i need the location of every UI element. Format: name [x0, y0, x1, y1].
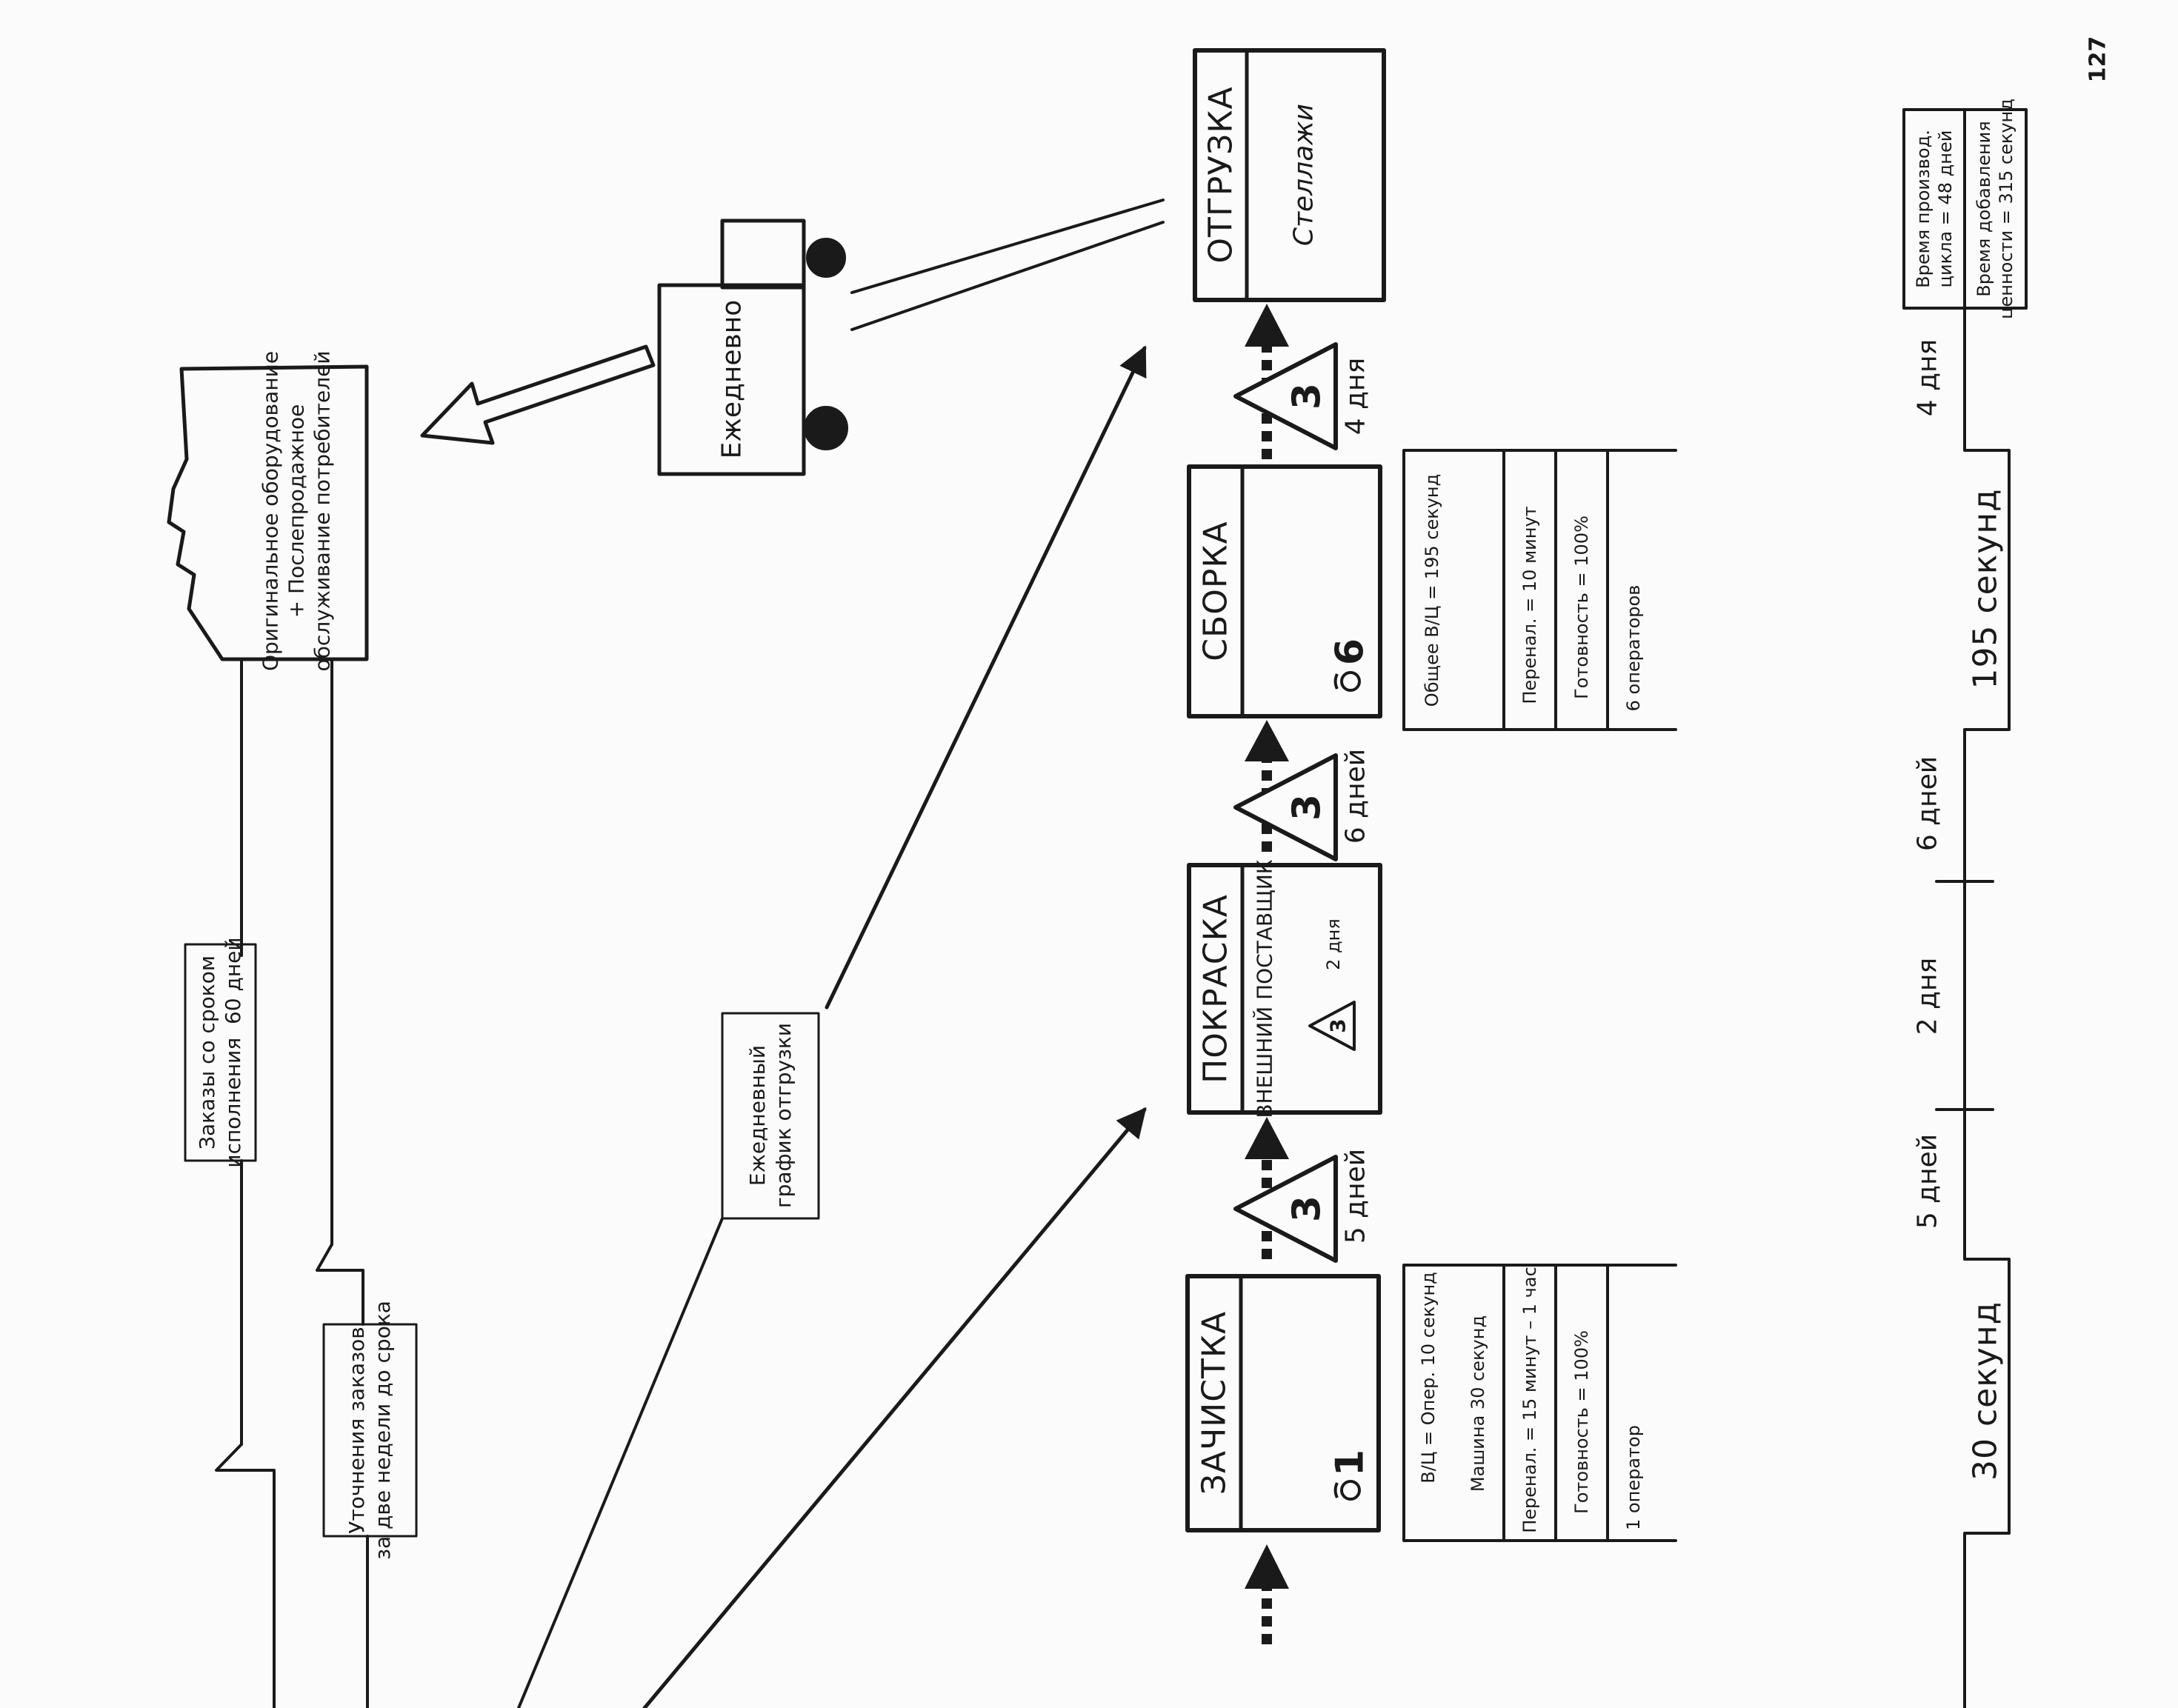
orders-updates-label: Уточнения заказов за две недели до срока [344, 1301, 395, 1560]
process-box-cleaning [1185, 1274, 1381, 1532]
data-assembly-ct: Общее В/Ц = 195 секунд [1422, 473, 1442, 707]
orders-long-term-box [184, 943, 257, 1162]
page-number: 127 [2085, 36, 2111, 83]
process-box-assembly [1187, 464, 1382, 718]
timeline-process-1: 30 секунд [1966, 1301, 2005, 1481]
orders-updates-box [322, 1323, 418, 1538]
process-subtitle-painting: ВНЕШНИЙ ПОСТАВЩИК [1252, 859, 1277, 1118]
summary-lead-time: Время производ. цикла = 48 дней [1913, 130, 1956, 288]
schedule-line-paint [642, 1107, 1147, 1708]
data-box-assembly [1402, 449, 1677, 731]
shipping-title: ОТГРУЗКА [1202, 86, 1240, 264]
daily-schedule-label: Ежедневный график отгрузки [745, 1022, 796, 1209]
timeline-ladder [1963, 306, 2011, 1708]
process-title-painting: ПОКРАСКА [1196, 894, 1235, 1084]
inventory-triangle-icon [1233, 753, 1338, 861]
customer-label: Оригинальное оборудование + Послепродажн… [258, 350, 335, 672]
data-cleaning-changeover: Перенал. = 15 минут – 1 час [1519, 1267, 1540, 1533]
operator-count-assembly: 6 [1328, 638, 1373, 666]
data-cleaning-uptime: Готовность = 100% [1571, 1330, 1592, 1514]
data-assembly-changeover: Перенал. = 10 минут [1519, 506, 1540, 704]
data-cleaning-ct: В/Ц = Опер. 10 секунд [1418, 1272, 1439, 1484]
data-cleaning-operators: 1 оператор [1623, 1425, 1644, 1530]
daily-schedule-box [721, 1012, 820, 1220]
process-box-painting [1187, 863, 1382, 1115]
inventory-count-2: 3 [1285, 793, 1330, 821]
inventory-time-3: 4 дня [1340, 357, 1371, 436]
timeline-wait-4: 4 дня [1912, 338, 1943, 417]
shipping-subtitle: Стеллажи [1288, 103, 1319, 247]
truck-icon [657, 218, 848, 476]
inventory-triangle-icon-small [1308, 1001, 1356, 1051]
orders-long-term-label: Заказы со сроком исполнения 60 дней [195, 937, 245, 1168]
timeline-wait-2: 2 дня [1912, 957, 1943, 1035]
painting-inventory-count: 3 [1325, 1018, 1351, 1033]
summary-value-added: Время добавления ценности = 315 секунд [1974, 99, 2017, 319]
operator-icon [1333, 671, 1361, 692]
data-box-cleaning [1402, 1264, 1677, 1542]
inventory-time-2: 6 дней [1340, 748, 1371, 844]
inventory-count-1: 3 [1285, 1195, 1330, 1223]
factory-icon [167, 364, 369, 661]
timeline-process-2: 195 секунд [1966, 488, 2005, 690]
truck-label: Ежедневно [716, 299, 747, 459]
data-assembly-uptime: Готовность = 100% [1571, 516, 1592, 699]
timeline-wait-1: 5 дней [1912, 1133, 1943, 1230]
inventory-time-1: 5 дней [1340, 1148, 1371, 1244]
inventory-triangle-icon [1233, 1155, 1338, 1263]
process-title-cleaning: ЗАЧИСТКА [1195, 1310, 1233, 1495]
schedule-line-down [517, 1217, 724, 1708]
inventory-triangle-icon [1233, 342, 1338, 450]
data-assembly-operators: 6 операторов [1623, 584, 1644, 712]
painting-inventory-time: 2 дня [1323, 918, 1344, 970]
operator-count-cleaning: 1 [1328, 1449, 1373, 1477]
shipping-box [1193, 48, 1386, 302]
schedule-line-up [825, 345, 1147, 1010]
operator-icon [1333, 1480, 1361, 1501]
shipment-arrow-icon [420, 344, 656, 445]
process-title-assembly: СБОРКА [1196, 521, 1235, 661]
data-cleaning-machine: Машина 30 секунд [1468, 1315, 1488, 1492]
timeline-wait-3: 6 дней [1912, 755, 1943, 852]
inventory-count-3: 3 [1285, 382, 1330, 410]
